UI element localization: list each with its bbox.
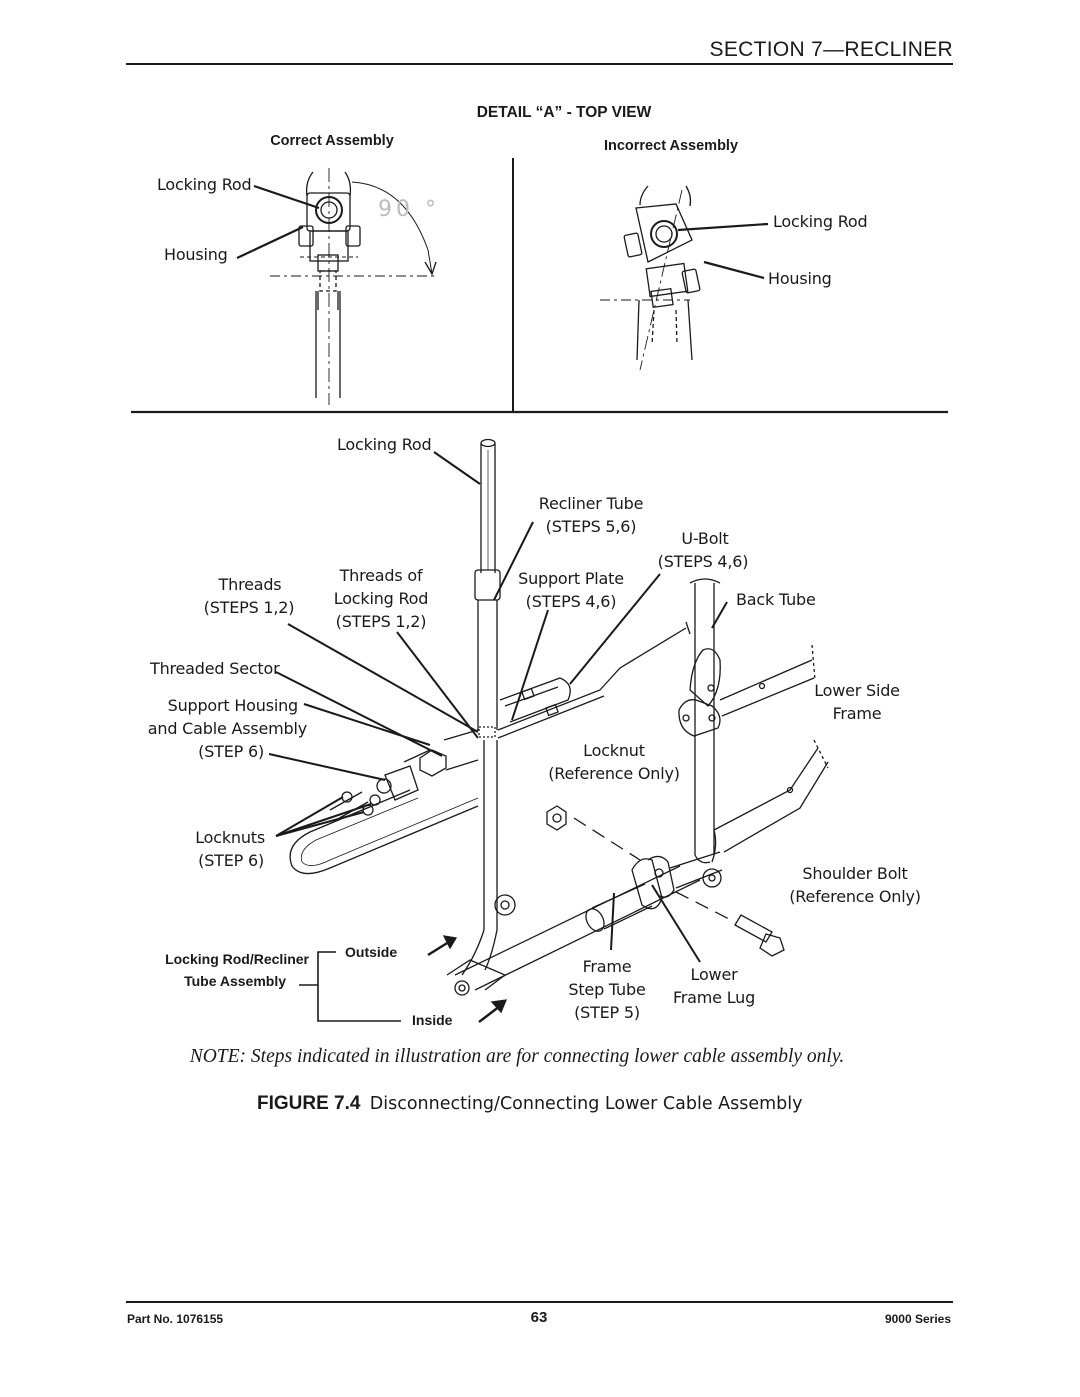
recliner-tube-steps: (STEPS 5,6) [545, 517, 637, 536]
threads-of-rod-steps: (STEPS 1,2) [335, 612, 427, 631]
assembly-label-2: Tube Assembly [184, 973, 286, 989]
frame-step-tube-label: Frame [582, 957, 632, 976]
incorrect-housing-drawing [600, 185, 769, 371]
threads-label: Threads [218, 575, 282, 594]
incorrect-housing-label: Housing [768, 269, 832, 288]
support-housing-label: Support Housing [167, 696, 299, 715]
detail-title: DETAIL “A” - TOP VIEW [476, 104, 652, 121]
footer-page-number: 63 [530, 1309, 548, 1326]
inside-label: Inside [412, 1012, 453, 1028]
illustration-note: NOTE: Steps indicated in illustration ar… [189, 1046, 845, 1067]
lower-side-frame-label: Lower Side [814, 681, 900, 700]
footer-part-number: Part No. 1076155 [127, 1312, 224, 1326]
u-bolt-steps: (STEPS 4,6) [657, 552, 749, 571]
threaded-sector-label: Threaded Sector [150, 659, 280, 678]
threads-steps: (STEPS 1,2) [203, 598, 295, 617]
figure-number: FIGURE 7.4 [257, 1093, 361, 1114]
section-title: SECTION 7—RECLINER [709, 38, 953, 61]
incorrect-assembly-heading: Incorrect Assembly [603, 138, 739, 154]
support-plate-label: Support Plate [518, 569, 624, 588]
assembly-label: Locking Rod/Recliner [165, 951, 309, 967]
locknuts-step: (STEP 6) [198, 851, 264, 870]
support-housing-label-2: and Cable Assembly [147, 719, 307, 738]
header-rule [126, 63, 953, 65]
threads-of-rod-label: Threads of [339, 566, 423, 585]
figure-caption: FIGURE 7.4 Disconnecting/Connecting Lowe… [257, 1093, 803, 1115]
locknuts-label: Locknuts [195, 828, 265, 847]
lower-frame-lug-label: Lower [690, 965, 738, 984]
correct-housing-drawing [236, 168, 438, 405]
outside-label: Outside [345, 944, 398, 960]
threads-of-rod-label-2: Locking Rod [333, 589, 429, 608]
correct-housing-label: Housing [164, 245, 228, 264]
lower-side-frame-label-2: Frame [832, 704, 882, 723]
u-bolt-label: U-Bolt [681, 529, 729, 548]
incorrect-locking-rod-label: Locking Rod [773, 212, 868, 231]
recliner-tube-label: Recliner Tube [538, 494, 644, 513]
locknut-label: Locknut [583, 741, 645, 760]
shoulder-bolt-reference: (Reference Only) [789, 887, 921, 906]
locknut-reference: (Reference Only) [548, 764, 680, 783]
footer-rule [126, 1301, 953, 1303]
shoulder-bolt-label: Shoulder Bolt [802, 864, 908, 883]
frame-step-tube-label-2: Step Tube [568, 980, 646, 999]
frame-step-tube-step: (STEP 5) [574, 1003, 640, 1022]
correct-locking-rod-label: Locking Rod [157, 175, 252, 194]
angle-90-label: 90 ° [378, 197, 440, 222]
main-assembly-drawing [268, 438, 829, 1023]
lower-frame-lug-label-2: Frame Lug [672, 988, 756, 1007]
support-plate-steps: (STEPS 4,6) [525, 592, 617, 611]
locking-rod-label: Locking Rod [337, 435, 432, 454]
figure-caption-text: Disconnecting/Connecting Lower Cable Ass… [369, 1094, 803, 1114]
back-tube-label: Back Tube [736, 590, 816, 609]
footer-series: 9000 Series [884, 1312, 951, 1326]
support-housing-step: (STEP 6) [198, 742, 264, 761]
correct-assembly-heading: Correct Assembly [270, 133, 394, 149]
